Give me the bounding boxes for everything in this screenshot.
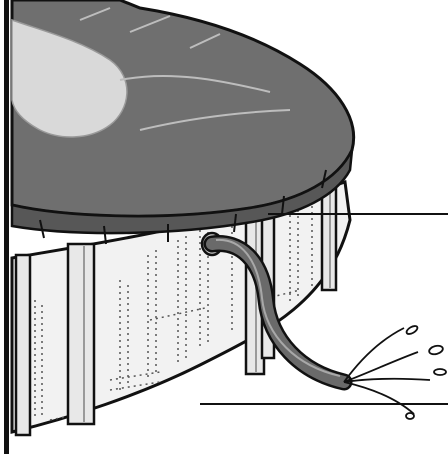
post <box>16 255 30 435</box>
frame-border-left <box>4 0 9 454</box>
post <box>68 244 94 424</box>
